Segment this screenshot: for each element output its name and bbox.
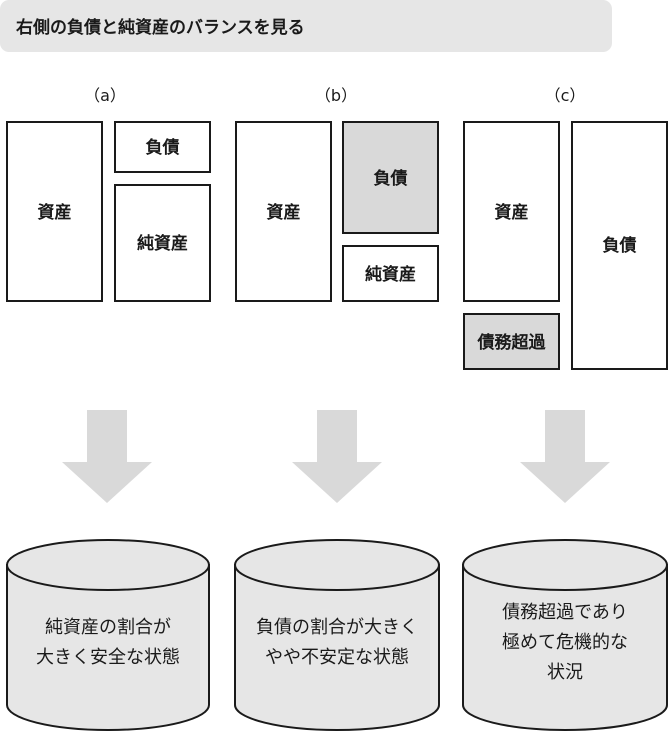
net-assets-box-b [342, 245, 439, 302]
assets-box-a [6, 121, 103, 302]
balance-sheet-c: 資産 債務超過 負債 [463, 121, 668, 370]
cylinder-body-b [234, 564, 440, 731]
assets-label-c: 資産 [495, 202, 529, 223]
liabilities-box-c [571, 121, 668, 370]
header-background [0, 0, 612, 52]
result-cylinder-a: 純資産の割合が 大きく安全な状態 [6, 539, 210, 731]
liabilities-label-b: 負債 [374, 168, 408, 189]
result-text-c-line-1: 債務超過であり [502, 602, 628, 623]
result-text-a-line-2: 大きく安全な状態 [36, 647, 180, 668]
result-text-c-line-3: 状況 [547, 662, 583, 683]
liabilities-box-a [114, 121, 211, 173]
column-label-a: （a） [84, 86, 126, 105]
liabilities-label-a: 負債 [146, 137, 180, 158]
net-assets-label-a: 純資産 [137, 233, 188, 254]
column-label-c: （c） [545, 86, 586, 105]
cylinder-body-c [462, 564, 668, 731]
liabilities-box-b [342, 121, 439, 234]
net-assets-box-a [114, 184, 211, 302]
balance-sheet-a: 資産 負債 純資産 [6, 121, 211, 302]
result-text-a-line-1: 純資産の割合が [45, 617, 171, 638]
header-banner: 右側の負債と純資産のバランスを見る [0, 0, 612, 52]
down-arrow-icon-a [62, 410, 152, 503]
assets-box-b [235, 121, 332, 302]
page-title: 右側の負債と純資産のバランスを見る [16, 17, 305, 38]
result-cylinder-c: 債務超過であり 極めて危機的な 状況 [462, 539, 668, 731]
result-cylinder-b: 負債の割合が大きく やや不安定な状態 [234, 539, 440, 731]
cylinder-top-a [6, 539, 210, 591]
cylinder-top-c [462, 539, 668, 591]
balance-sheet-b: 資産 負債 純資産 [235, 121, 439, 302]
assets-box-c [463, 121, 560, 302]
insolvency-box-c [463, 313, 560, 370]
column-label-b: （b） [315, 86, 357, 105]
result-text-b-line-2: やや不安定な状態 [265, 647, 409, 668]
insolvency-label-c: 債務超過 [477, 332, 547, 353]
assets-label-b: 資産 [267, 202, 301, 223]
result-text-b-line-1: 負債の割合が大きく [256, 617, 418, 638]
down-arrow-icon-b [292, 410, 382, 503]
liabilities-label-c: 負債 [603, 235, 637, 256]
result-text-c-line-2: 極めて危機的な [502, 632, 628, 653]
cylinder-body-a [6, 564, 210, 731]
cylinder-top-b [234, 539, 440, 591]
net-assets-label-b: 純資産 [365, 264, 416, 285]
down-arrow-icon-c [520, 410, 610, 503]
assets-label-a: 資産 [38, 202, 72, 223]
